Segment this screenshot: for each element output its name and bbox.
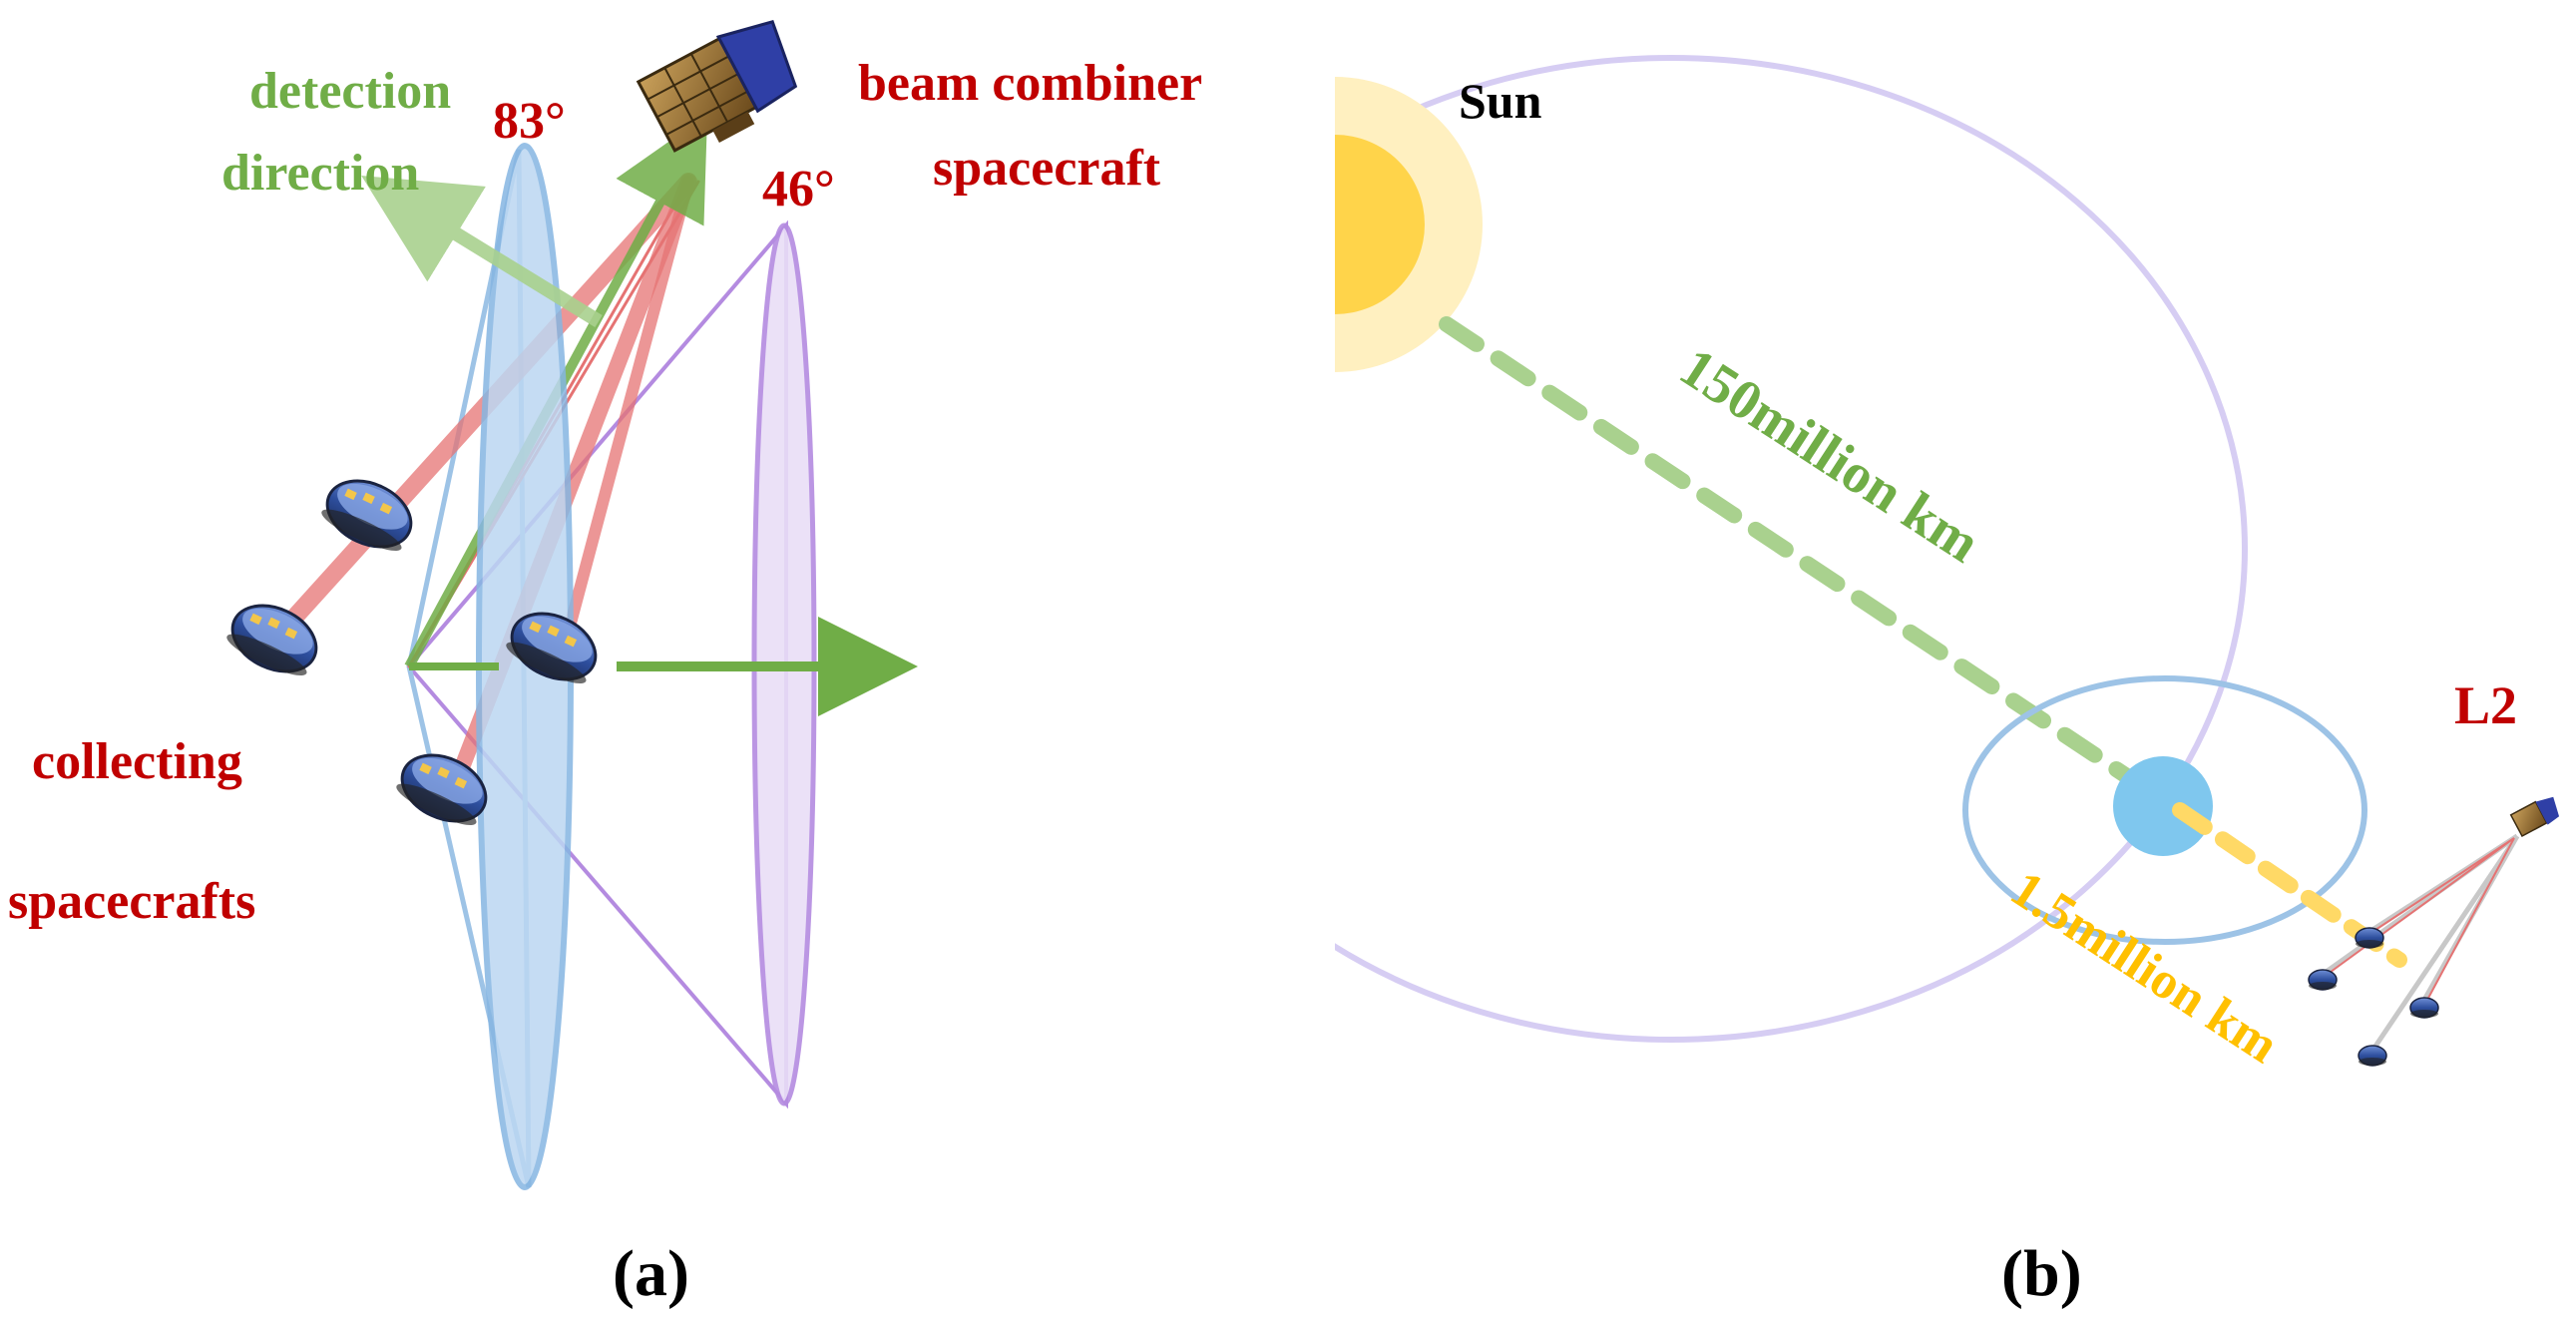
collecting-label-line1: collecting [32, 733, 242, 790]
distance-earth-l2-label: 1.5million km [2000, 860, 2288, 1075]
sun-icon [1335, 135, 1425, 314]
l2-collector-4 [2358, 1045, 2387, 1067]
sun-earth-distance-line [1439, 316, 2183, 816]
panel-b-label: (b) [2001, 1237, 2082, 1310]
panel-b: Sun 150million km 1.5million km L2 (b) [1335, 55, 2560, 1310]
l2-collector-3 [2409, 997, 2439, 1019]
l2-label: L2 [2454, 675, 2517, 735]
earth-orbit [1335, 55, 2248, 1043]
angle-83-label: 83° [493, 93, 566, 150]
panel-a-label: (a) [613, 1237, 689, 1310]
l2-collector-2 [2308, 969, 2338, 991]
sun-label: Sun [1459, 73, 1542, 129]
detection-arrow [361, 176, 603, 327]
panel-a: detection direction 83° 46° beam combine… [8, 19, 1202, 1310]
l2-collector-1 [2355, 927, 2384, 949]
l2-formation [2308, 796, 2560, 1067]
combiner-spacecraft-icon [636, 19, 798, 153]
combiner-label-line1: beam combiner [858, 55, 1202, 112]
detection-label-line1: detection [249, 63, 451, 120]
moon-orbit [1962, 675, 2367, 945]
angle-46-label: 46° [762, 161, 835, 218]
collecting-label-line2: spacecrafts [8, 873, 255, 930]
l2-combiner-icon [2509, 796, 2560, 837]
combiner-label-line2: spacecraft [933, 140, 1161, 197]
detection-label-line2: direction [221, 145, 419, 202]
distance-sun-earth-label: 150million km [1669, 336, 1990, 575]
earth-icon [2113, 756, 2213, 856]
